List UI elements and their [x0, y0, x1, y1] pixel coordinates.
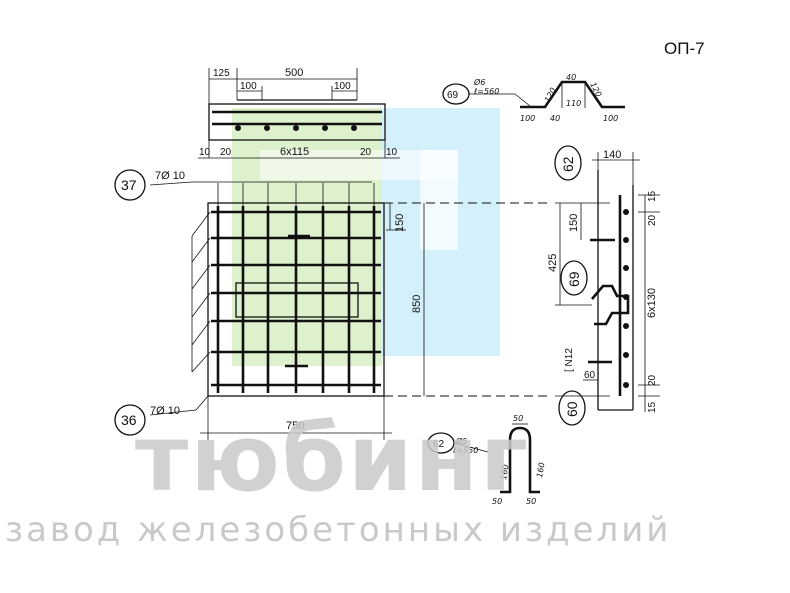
dim-100-left: 100: [240, 81, 257, 92]
dim-20-left: 20: [220, 147, 232, 158]
dim-100-right: 100: [334, 81, 351, 92]
detail-69-120-left: 120: [543, 86, 558, 104]
detail-62-shape: [427, 423, 540, 494]
dim-10-left: 10: [199, 147, 211, 158]
dim-150-plan: 150: [394, 214, 406, 232]
detail-69-40-bottom: 40: [550, 114, 560, 123]
detail-69-40-top: 40: [566, 73, 576, 82]
watermark-brand: тюбинг: [135, 405, 530, 512]
top-view: [198, 68, 400, 159]
mark-36: 36: [121, 412, 137, 428]
drawing-code: ОП-7: [664, 39, 705, 58]
callout-62: 62: [554, 145, 582, 181]
bars-37-label: 7Ø 10: [155, 170, 185, 182]
dim-20-right: 20: [360, 147, 372, 158]
dim-20-top: 20: [647, 214, 658, 226]
callout-36: 36: [114, 404, 146, 436]
callout-60: 60: [558, 390, 586, 426]
dim-150-section: 150: [568, 214, 580, 232]
detail-69-110: 110: [566, 99, 581, 108]
label-n12: [ N12: [564, 348, 575, 372]
plan-mesh: [149, 181, 550, 440]
mark-62: 62: [560, 156, 576, 172]
detail-62-mark: 62: [433, 439, 445, 450]
watermark-subtitle: завод железобетонных изделий: [5, 510, 671, 550]
detail-69-dia: Ø6: [473, 77, 485, 87]
detail-62-160-right: 160: [535, 462, 547, 479]
dim-6x130: 6x130: [646, 288, 658, 318]
dim-850: 850: [411, 295, 423, 313]
dim-15-top: 15: [647, 190, 658, 202]
callout-37: 37: [114, 169, 146, 201]
mark-37: 37: [121, 177, 137, 193]
dim-10-right: 10: [386, 147, 398, 158]
dim-60: 60: [584, 370, 596, 381]
detail-62-50-right: 50: [526, 497, 536, 506]
section-view: [555, 152, 660, 412]
dim-20-bottom: 20: [647, 374, 658, 386]
detail-69-shape: [442, 80, 625, 109]
detail-62-dia: Ø5: [455, 436, 467, 446]
bars-36-label: 7Ø 10: [150, 405, 180, 417]
detail-69-mark: 69: [447, 90, 459, 101]
detail-62-50-left: 50: [492, 497, 502, 506]
detail-69-len: ℓ=560: [473, 87, 499, 96]
detail-62-50-top: 50: [513, 414, 523, 423]
mark-69: 69: [566, 271, 582, 287]
dim-15-bottom: 15: [647, 401, 658, 413]
detail-69-100-left: 100: [520, 114, 535, 123]
detail-69-100-right: 100: [603, 114, 618, 123]
detail-62-160-left: 160: [499, 464, 511, 481]
mark-60: 60: [564, 401, 580, 417]
dim-6x115: 6x115: [280, 146, 309, 158]
dim-425: 425: [547, 254, 559, 272]
callout-69: 69: [560, 260, 588, 296]
dim-140: 140: [603, 149, 621, 161]
detail-62-len: ℓ=550: [452, 446, 478, 455]
dim-125: 125: [213, 68, 230, 79]
dim-500: 500: [285, 67, 303, 79]
dim-750: 750: [286, 420, 304, 432]
